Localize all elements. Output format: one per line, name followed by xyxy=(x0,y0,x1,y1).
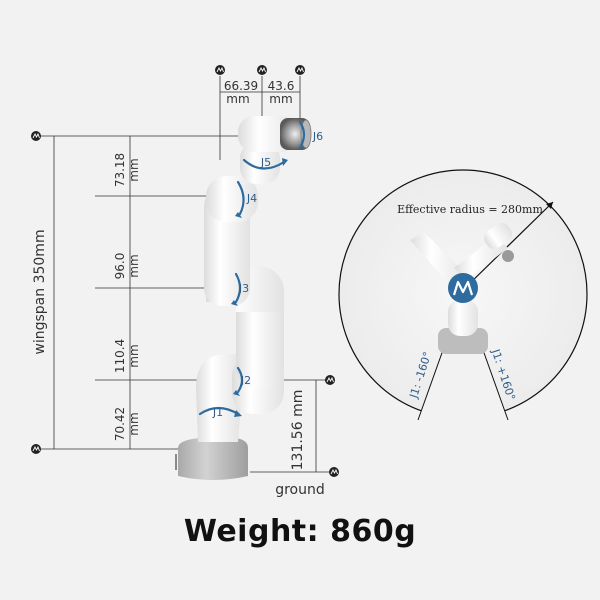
dim-seg1: 73.18 xyxy=(113,153,127,187)
robot-base xyxy=(178,438,248,480)
rotation-arrow-icon xyxy=(234,272,242,304)
marker-icon xyxy=(31,444,41,454)
dim-seg2-unit: mm xyxy=(127,254,141,277)
base-dimension-group: 131.56 mm ground xyxy=(250,375,339,498)
dim-seg4: 70.42 xyxy=(113,407,127,441)
dim-wingspan: wingspan 350mm xyxy=(32,229,48,354)
robot-arm: J1 J2 J3 J4 J5 J6 xyxy=(175,116,323,480)
joint-label-j5: J5 xyxy=(260,156,271,169)
rotation-arrow-icon xyxy=(242,158,286,170)
joint-label-j6: J6 xyxy=(312,130,323,143)
effective-radius-label: Effective radius = 280mm xyxy=(397,203,543,216)
dim-top-right: 43.6 xyxy=(268,79,295,93)
workspace-inset: Effective radius = 280mm J1: -160° J1: +… xyxy=(338,169,588,425)
dim-seg4-unit: mm xyxy=(127,412,141,435)
joint-label-j2: J2 xyxy=(240,374,251,387)
marker-icon xyxy=(31,131,41,141)
dim-seg3: 110.4 xyxy=(113,339,127,373)
inset-base xyxy=(438,328,488,354)
rotation-arrow-icon xyxy=(236,180,245,216)
marker-icon xyxy=(329,467,339,477)
left-dimension-group: wingspan 350mm 73.18 mm 96.0 mm 110.4 mm… xyxy=(31,131,240,454)
rotation-arrow-icon xyxy=(298,120,306,150)
robot-joint-j4 xyxy=(206,176,258,222)
limit-sector xyxy=(418,294,508,425)
weight-label: Weight: 860g xyxy=(183,514,417,549)
marker-icon xyxy=(325,375,335,385)
brand-logo-icon xyxy=(448,273,478,303)
marker-icon xyxy=(257,65,267,75)
rotation-arrow-icon xyxy=(198,406,240,416)
rotation-arrow-icon xyxy=(236,366,244,394)
dim-top-left-unit: mm xyxy=(226,92,249,106)
joint-label-j1: J1 xyxy=(212,406,223,419)
dim-seg2: 96.0 xyxy=(113,253,127,280)
dim-base-height: 131.56 mm xyxy=(290,390,306,471)
robot-link-lower xyxy=(196,354,242,442)
dim-top-right-unit: mm xyxy=(269,92,292,106)
marker-icon xyxy=(215,65,225,75)
robot-joint-j5 xyxy=(240,142,280,184)
dim-top-left: 66.39 xyxy=(224,79,258,93)
joint-label-j4: J4 xyxy=(246,192,257,205)
marker-icon xyxy=(295,65,305,75)
dim-seg3-unit: mm xyxy=(127,344,141,367)
ground-label: ground xyxy=(275,482,325,498)
dim-seg1-unit: mm xyxy=(127,158,141,181)
joint-label-j3: J3 xyxy=(238,282,249,295)
top-dimension-group: 66.39 mm 43.6 mm xyxy=(215,65,305,160)
